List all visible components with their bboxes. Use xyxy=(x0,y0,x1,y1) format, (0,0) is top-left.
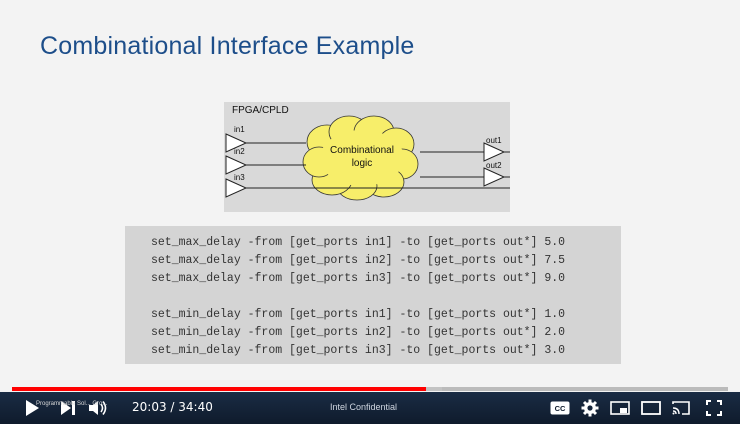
slide: Combinational Interface Example xyxy=(40,32,621,364)
settings-icon xyxy=(581,399,599,417)
code-line: set_min_delay -from [get_ports in2] -to … xyxy=(151,326,566,339)
code-line: set_max_delay -from [get_ports in2] -to … xyxy=(151,254,566,267)
logic-label: Combinational logic xyxy=(316,144,408,170)
port-label-in2: in2 xyxy=(234,147,245,156)
logic-cloud xyxy=(302,115,419,201)
cast-button[interactable] xyxy=(668,392,694,424)
next-icon xyxy=(61,401,75,415)
miniplayer-button[interactable] xyxy=(608,392,632,424)
port-label-in1: in1 xyxy=(234,125,245,134)
svg-text:CC: CC xyxy=(555,404,566,413)
code-line: set_min_delay -from [get_ports in1] -to … xyxy=(151,308,566,321)
captions-button[interactable]: CC xyxy=(548,392,572,424)
logic-label-line1: Combinational xyxy=(330,145,394,156)
settings-button[interactable] xyxy=(578,392,602,424)
sdc-code-block: set_max_delay -from [get_ports in1] -to … xyxy=(125,226,621,364)
volume-button[interactable] xyxy=(86,392,112,424)
fullscreen-button[interactable] xyxy=(702,392,726,424)
port-label-out1: out1 xyxy=(486,136,502,145)
chapter-text: Programmable Sol... Gro... xyxy=(36,401,108,407)
time-display: 20:03 / 34:40 xyxy=(132,400,213,414)
code-line: set_max_delay -from [get_ports in3] -to … xyxy=(151,272,566,285)
code-line: set_max_delay -from [get_ports in1] -to … xyxy=(151,236,566,249)
player-controls: Programmable Sol... Gro... 20:03 / 34:40… xyxy=(0,392,740,424)
cast-icon xyxy=(672,401,690,415)
slide-title: Combinational Interface Example xyxy=(40,32,415,60)
play-icon xyxy=(26,400,39,416)
fullscreen-icon xyxy=(706,400,722,416)
progress-fill xyxy=(12,387,426,391)
miniplayer-icon xyxy=(610,401,630,415)
next-button[interactable] xyxy=(56,392,80,424)
code-line: set_min_delay -from [get_ports in3] -to … xyxy=(151,344,566,357)
logic-label-line2: logic xyxy=(351,158,373,169)
port-label-out2: out2 xyxy=(486,161,502,170)
port-label-in3: in3 xyxy=(234,173,245,182)
theater-icon xyxy=(641,401,661,415)
diagram-drawing xyxy=(225,115,510,201)
device-label: FPGA/CPLD xyxy=(232,105,289,116)
progress-bar[interactable] xyxy=(12,387,728,391)
overlay-label: Intel Confidential xyxy=(330,402,398,412)
volume-icon xyxy=(89,401,107,415)
fpga-diagram: FPGA/CPLD in1 in2 in3 out1 out2 Combinat… xyxy=(224,102,510,212)
theater-button[interactable] xyxy=(639,392,663,424)
play-button[interactable] xyxy=(20,392,44,424)
captions-icon: CC xyxy=(550,401,570,415)
